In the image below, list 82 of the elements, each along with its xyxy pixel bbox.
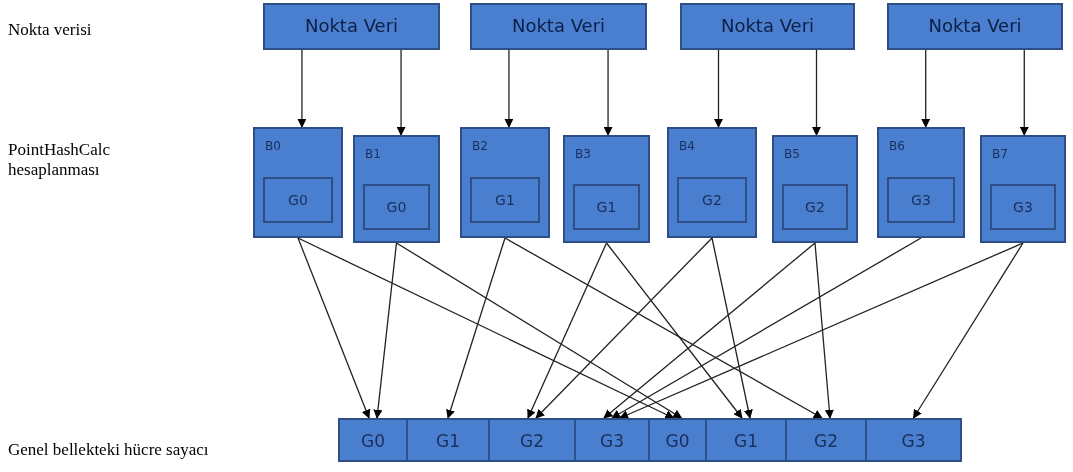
arrow xyxy=(619,242,1024,419)
arrow xyxy=(603,49,613,136)
counter-cell xyxy=(406,418,490,462)
block-label: B3 xyxy=(575,147,591,161)
cell-label: G1 xyxy=(595,199,618,215)
arrow xyxy=(373,242,398,419)
group-box xyxy=(470,177,540,223)
cell-label: Nokta Veri xyxy=(303,15,400,36)
block-box xyxy=(460,127,550,238)
arrow xyxy=(395,242,683,419)
block-box xyxy=(980,135,1066,243)
counter-cell xyxy=(574,418,650,462)
group-box xyxy=(363,184,430,230)
group-box xyxy=(782,184,848,230)
cell-label: G0 xyxy=(664,431,691,451)
cell-label: G2 xyxy=(813,431,839,451)
arrow xyxy=(297,49,307,128)
cell-label: Nokta Veri xyxy=(719,15,816,36)
group-box xyxy=(887,177,955,223)
block-label: B7 xyxy=(992,147,1008,161)
group-box xyxy=(573,184,640,230)
arrow xyxy=(297,237,371,419)
arrow xyxy=(921,49,931,128)
data-box xyxy=(263,3,440,50)
counter-cell xyxy=(705,418,787,462)
arrow xyxy=(611,237,922,419)
row-label: PointHashCalc hesaplanması xyxy=(8,140,111,180)
data-box xyxy=(680,3,855,50)
arrow xyxy=(535,237,713,419)
arrow xyxy=(527,242,608,419)
cell-label: G2 xyxy=(701,192,723,208)
arrow xyxy=(814,242,834,419)
arrow xyxy=(504,237,823,419)
arrow xyxy=(713,49,724,128)
counter-cell xyxy=(785,418,867,462)
cell-label: G3 xyxy=(599,431,625,451)
counter-cell xyxy=(648,418,707,462)
group-box xyxy=(990,184,1056,230)
cell-label: G1 xyxy=(435,431,461,451)
counter-cell xyxy=(338,418,408,462)
arrow xyxy=(446,237,506,419)
cell-label: G3 xyxy=(1012,199,1034,215)
arrow xyxy=(297,237,675,419)
cell-label: Nokta Veri xyxy=(510,15,607,36)
row-label: Genel bellekteki hücre sayacı xyxy=(8,440,209,460)
cell-label: G1 xyxy=(494,192,516,208)
block-box xyxy=(667,127,757,238)
block-box xyxy=(253,127,343,238)
data-box xyxy=(887,3,1063,50)
block-label: B2 xyxy=(472,139,488,153)
block-label: B6 xyxy=(889,139,905,153)
arrow xyxy=(1019,49,1029,136)
cell-label: G0 xyxy=(385,199,408,215)
cell-label: G0 xyxy=(360,431,386,451)
block-label: B5 xyxy=(784,147,800,161)
arrow xyxy=(603,242,816,419)
cell-label: Nokta Veri xyxy=(927,15,1023,36)
cell-label: G2 xyxy=(519,431,545,451)
cell-label: G3 xyxy=(910,192,932,208)
data-box xyxy=(470,3,647,50)
group-box xyxy=(677,177,747,223)
block-box xyxy=(772,135,858,243)
arrow xyxy=(711,237,753,419)
counter-cell xyxy=(865,418,962,462)
arrow xyxy=(605,242,743,419)
block-label: B1 xyxy=(365,147,381,161)
arrow xyxy=(396,49,406,136)
cell-label: G3 xyxy=(900,431,927,451)
counter-cell xyxy=(488,418,576,462)
cell-label: G0 xyxy=(287,192,309,208)
block-box xyxy=(353,135,440,243)
group-box xyxy=(263,177,333,223)
block-label: B0 xyxy=(265,139,281,153)
arrow xyxy=(912,242,1024,419)
block-label: B4 xyxy=(679,139,695,153)
block-box xyxy=(877,127,965,238)
cell-label: G2 xyxy=(804,199,826,215)
row-label: Nokta verisi xyxy=(8,20,92,40)
block-box xyxy=(563,135,650,243)
arrow xyxy=(504,49,514,128)
cell-label: G1 xyxy=(733,431,759,451)
arrow xyxy=(811,49,822,136)
